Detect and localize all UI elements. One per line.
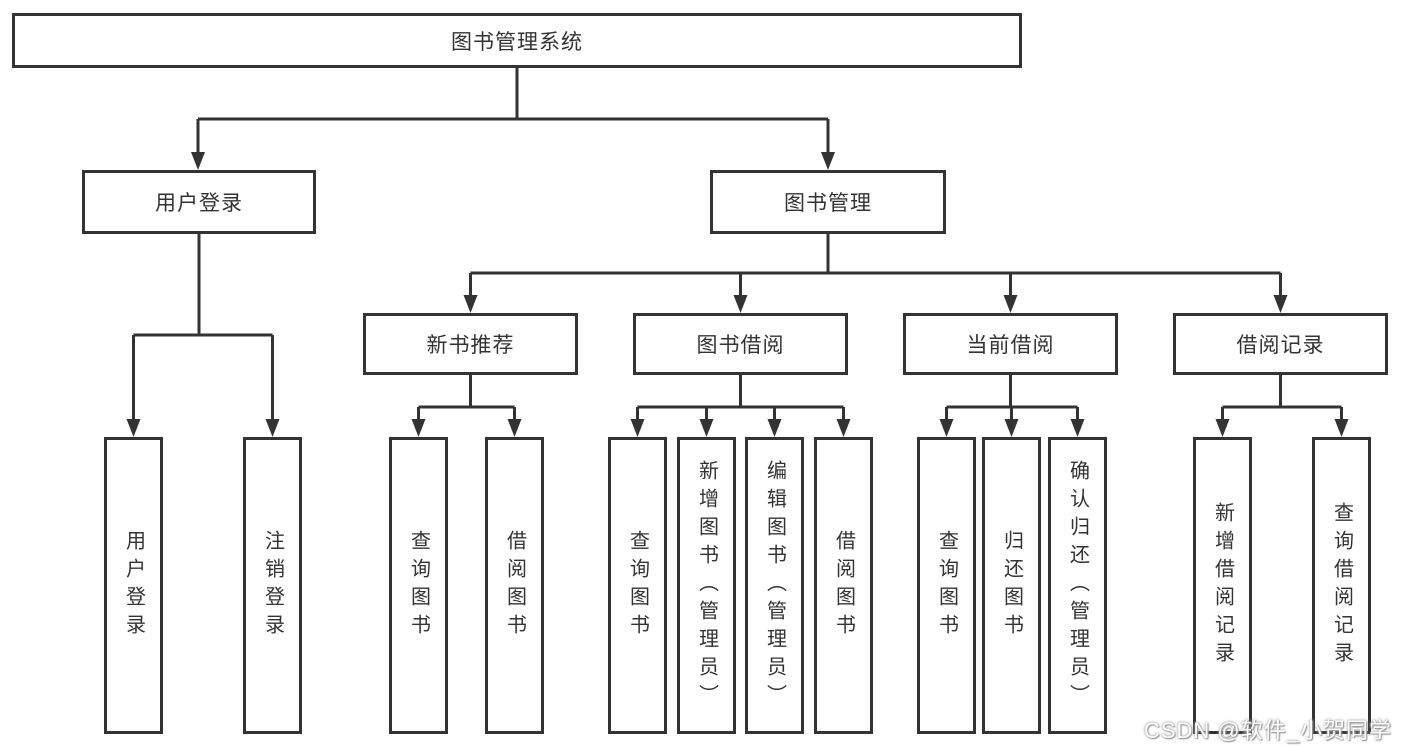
arrowhead [1215,419,1230,437]
arrowhead [939,419,954,437]
node-leaf-query-books-1: 查询图书 [389,437,448,734]
leaf-label: 确认归还（管理员） [1066,459,1089,712]
leaf-label: 查询借阅记录 [1330,501,1353,670]
leaf-label: 查询图书 [626,529,649,642]
connector-borrow-record [1215,375,1349,437]
node-root-label: 图书管理系统 [451,30,583,54]
node-leaf-add-books-admin: 新增图书（管理员） [677,437,736,734]
leaf-label: 查询图书 [935,529,958,642]
arrowhead [1070,419,1085,437]
arrowhead [1273,295,1288,313]
arrowhead [126,419,141,437]
arrowhead [767,419,782,437]
leaf-label: 查询图书 [407,529,430,642]
connector-root [191,68,835,170]
leaf-label: 归还图书 [1000,529,1023,642]
node-user-login-label: 用户登录 [155,192,243,215]
leaf-label: 借阅图书 [832,529,855,642]
arrowhead [1003,295,1018,313]
node-leaf-user-login: 用户登录 [104,437,163,734]
csdn-watermark: CSDN @软件_小贺同学 [1143,718,1392,743]
node-new-book-label: 新书推荐 [426,334,515,357]
arrowhead [191,152,205,170]
arrowhead [733,295,748,313]
leaf-label: 用户登录 [122,529,145,642]
connector-user-login [126,234,280,437]
connector-new-book [411,375,522,437]
arrowhead [699,419,714,437]
leaf-label: 新增借阅记录 [1211,501,1234,670]
node-leaf-borrow-books-2: 借阅图书 [814,437,873,734]
node-leaf-edit-books-admin: 编辑图书（管理员） [745,437,804,734]
node-new-book: 新书推荐 [363,313,578,375]
connector-current-borrow [939,375,1085,437]
arrowhead [630,419,645,437]
leaf-label: 编辑图书（管理员） [763,459,786,712]
leaf-label: 新增图书（管理员） [695,459,718,712]
node-book-borrow-label: 图书借阅 [696,334,785,357]
leaf-label: 注销登录 [261,529,284,642]
node-leaf-borrow-books-1: 借阅图书 [485,437,544,734]
arrowhead [265,419,280,437]
node-leaf-logout: 注销登录 [243,437,302,734]
node-borrow-record-label: 借阅记录 [1236,334,1325,357]
node-leaf-confirm-return-admin: 确认归还（管理员） [1048,437,1107,734]
connector-book-mgmt [463,234,1288,313]
leaf-label: 借阅图书 [503,529,526,642]
node-book-mgmt: 图书管理 [710,170,946,234]
node-leaf-query-borrow-record: 查询借阅记录 [1312,437,1371,734]
node-current-borrow: 当前借阅 [903,313,1118,375]
arrowhead [836,419,851,437]
arrowhead [1334,419,1349,437]
arrowhead [821,152,835,170]
node-leaf-query-books-2: 查询图书 [608,437,667,734]
node-leaf-add-borrow-record: 新增借阅记录 [1193,437,1252,734]
node-book-borrow: 图书借阅 [633,313,848,375]
node-borrow-record: 借阅记录 [1173,313,1388,375]
arrowhead [1004,419,1019,437]
node-leaf-return-books: 归还图书 [982,437,1041,734]
node-current-borrow-label: 当前借阅 [966,334,1055,357]
node-leaf-query-books-3: 查询图书 [917,437,976,734]
arrowhead [463,295,478,313]
arrowhead [411,419,426,437]
node-book-mgmt-label: 图书管理 [784,192,872,215]
arrowhead [507,419,522,437]
connector-book-borrow [630,375,851,437]
node-user-login: 用户登录 [82,170,316,234]
node-root: 图书管理系统 [12,13,1022,68]
